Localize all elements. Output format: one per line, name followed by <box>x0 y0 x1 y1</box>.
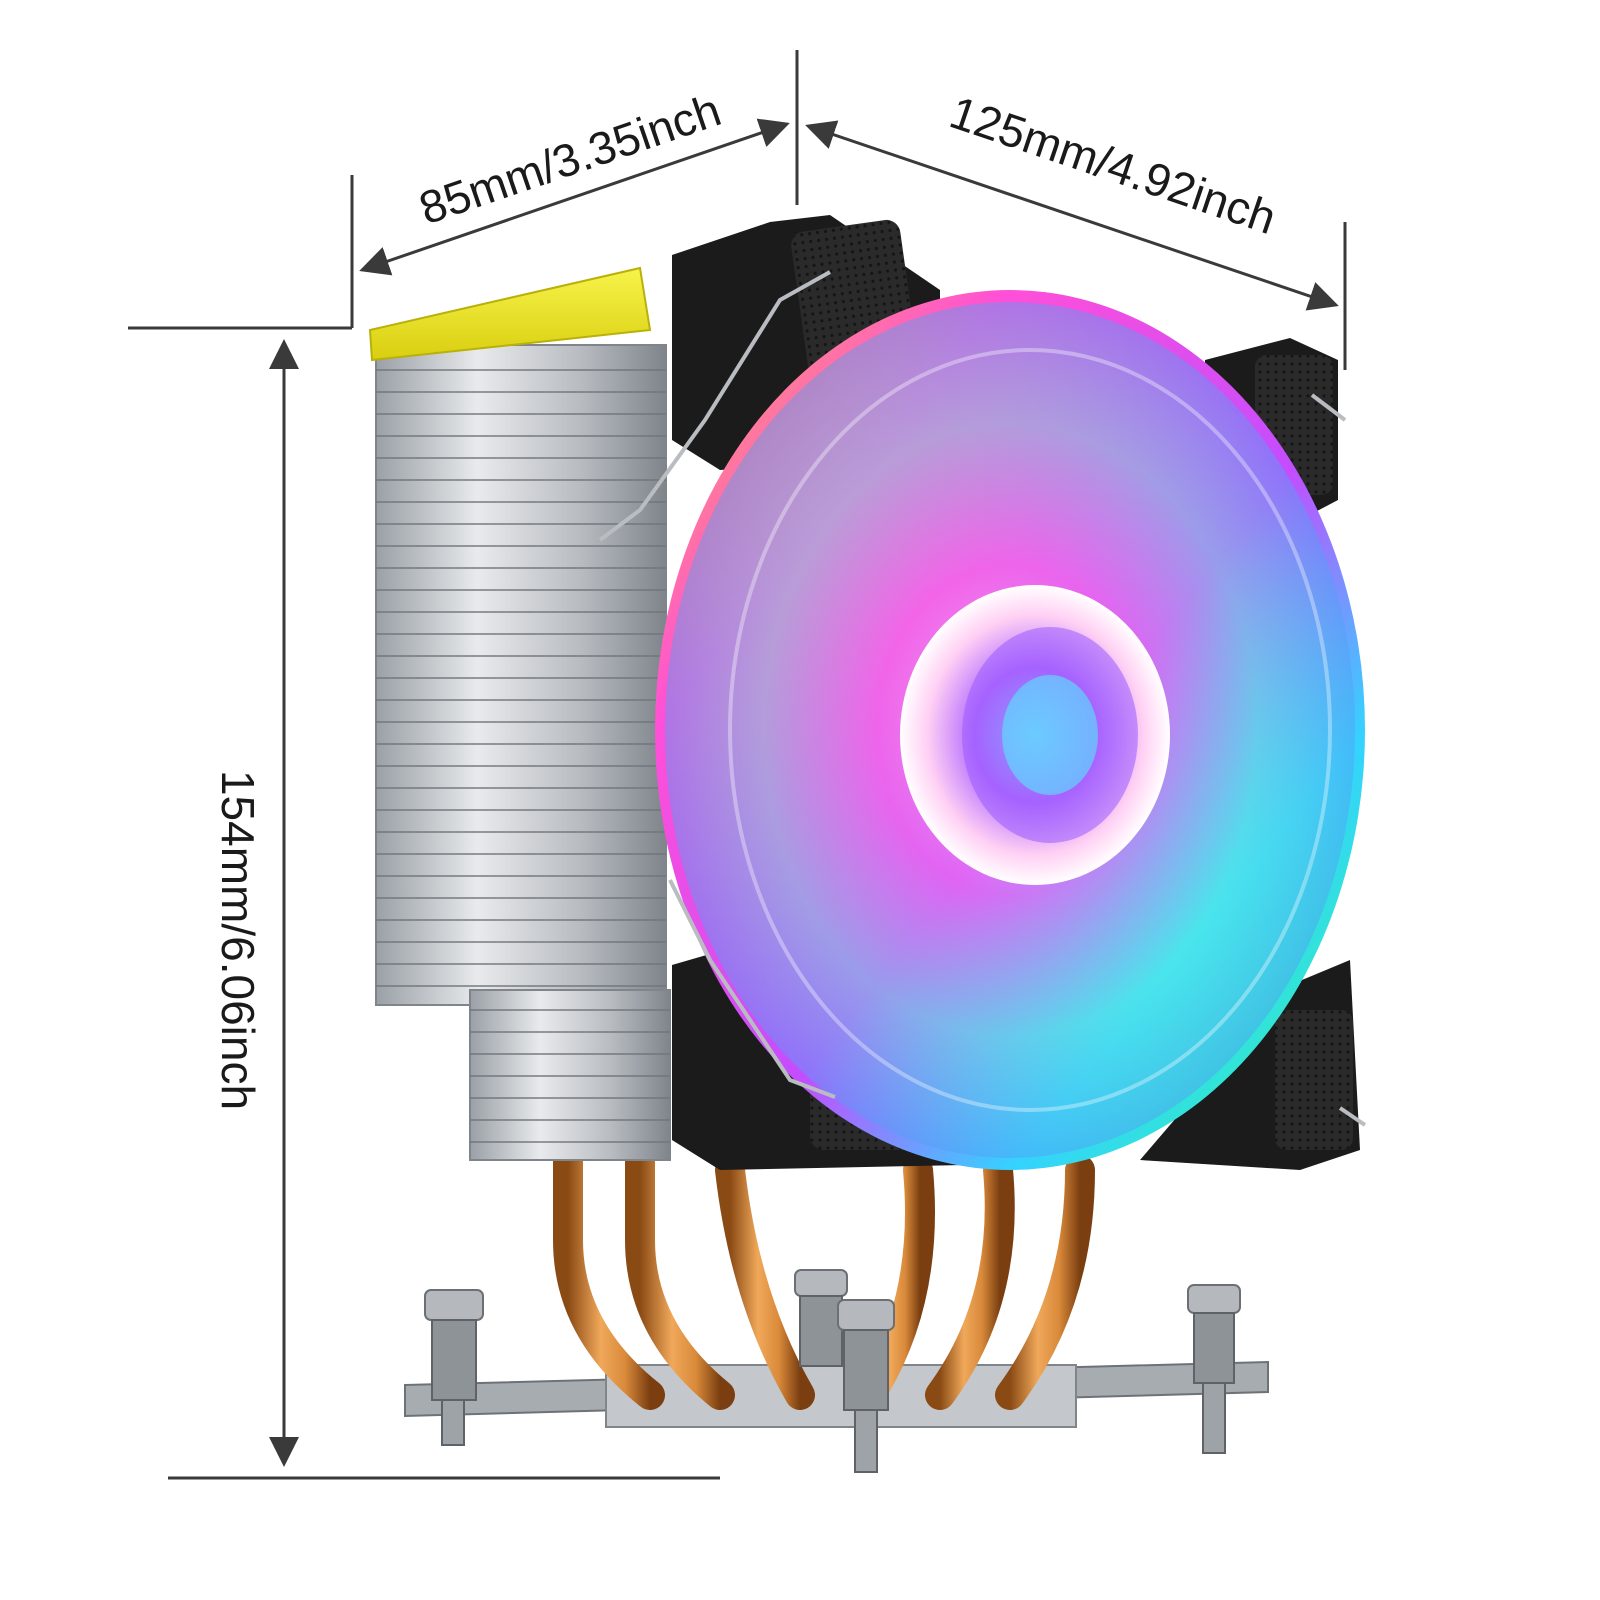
heatsink-fins-icon <box>368 266 671 1161</box>
dimension-lines <box>128 50 1347 1480</box>
cpu-cooler-illustration <box>368 215 1367 1473</box>
depth-dimension-line <box>359 118 790 276</box>
width-label: 125mm/4.92inch <box>944 86 1283 244</box>
height-label: 154mm/6.06inch <box>212 770 264 1110</box>
depth-label: 85mm/3.35inch <box>413 83 727 234</box>
rgb-fan-icon <box>655 290 1365 1170</box>
width-dimension-line <box>805 120 1339 311</box>
fan-wire-clips <box>598 270 1367 1127</box>
spring-screw-icon <box>424 1269 1241 1473</box>
mounting-bracket <box>404 1360 1269 1428</box>
top-cap <box>368 266 652 362</box>
